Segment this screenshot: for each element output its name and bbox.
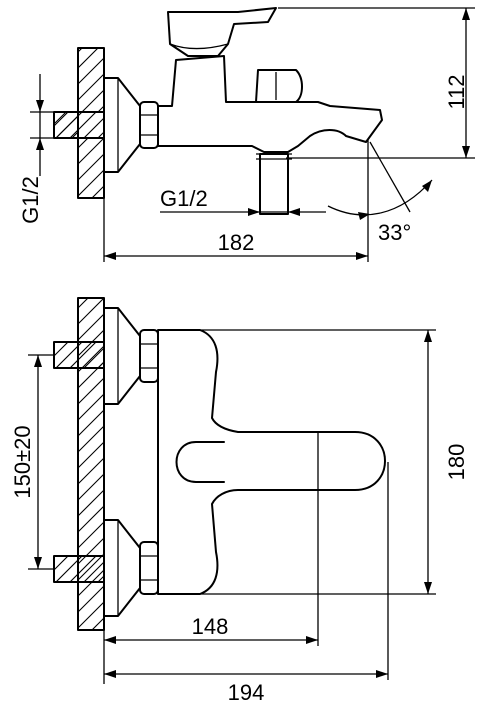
dimension-spout-angle: 33°: [327, 141, 433, 245]
dim-label-182: 182: [218, 230, 255, 255]
side-elevation-view: 112 182 33° G1/2: [18, 7, 475, 262]
dim-label-outlet-g12: G1/2: [160, 186, 208, 211]
bottom-escutcheon-lower: [103, 519, 141, 617]
top-hex-nut: [139, 101, 159, 149]
dim-label-180: 180: [444, 444, 469, 481]
dim-label-194: 194: [228, 680, 265, 705]
dimension-bottom-inner-width: 148: [103, 432, 319, 684]
dim-label-112: 112: [444, 74, 469, 109]
dim-label-inlet-g12: G1/2: [18, 176, 43, 224]
lever-handle: [167, 7, 277, 57]
dimension-inlet-thread: G1/2: [18, 74, 54, 224]
diverter-knob: [255, 69, 303, 103]
dim-label-angle: 33°: [378, 220, 411, 245]
dimension-top-height: 112: [278, 7, 475, 159]
dim-label-148: 148: [192, 614, 229, 639]
bottom-escutcheon-upper: [103, 307, 141, 405]
dimension-top-width: 182: [103, 140, 369, 262]
plan-lever: [175, 441, 225, 483]
dimension-bottom-total-width: 194: [104, 462, 389, 705]
bottom-hex-nut-lower: [139, 541, 159, 595]
dimension-outlet-thread: G1/2: [160, 186, 326, 216]
dimension-mount-distance: 150±20: [10, 354, 54, 570]
dim-label-150: 150±20: [10, 425, 35, 498]
outlet-connector: [259, 153, 289, 215]
plan-view: 180 150±20 148 194: [10, 297, 469, 705]
bottom-hex-nut-upper: [139, 329, 159, 383]
top-escutcheon: [103, 77, 141, 173]
plan-body: [157, 329, 386, 595]
bottom-wall-plate: [77, 297, 105, 631]
